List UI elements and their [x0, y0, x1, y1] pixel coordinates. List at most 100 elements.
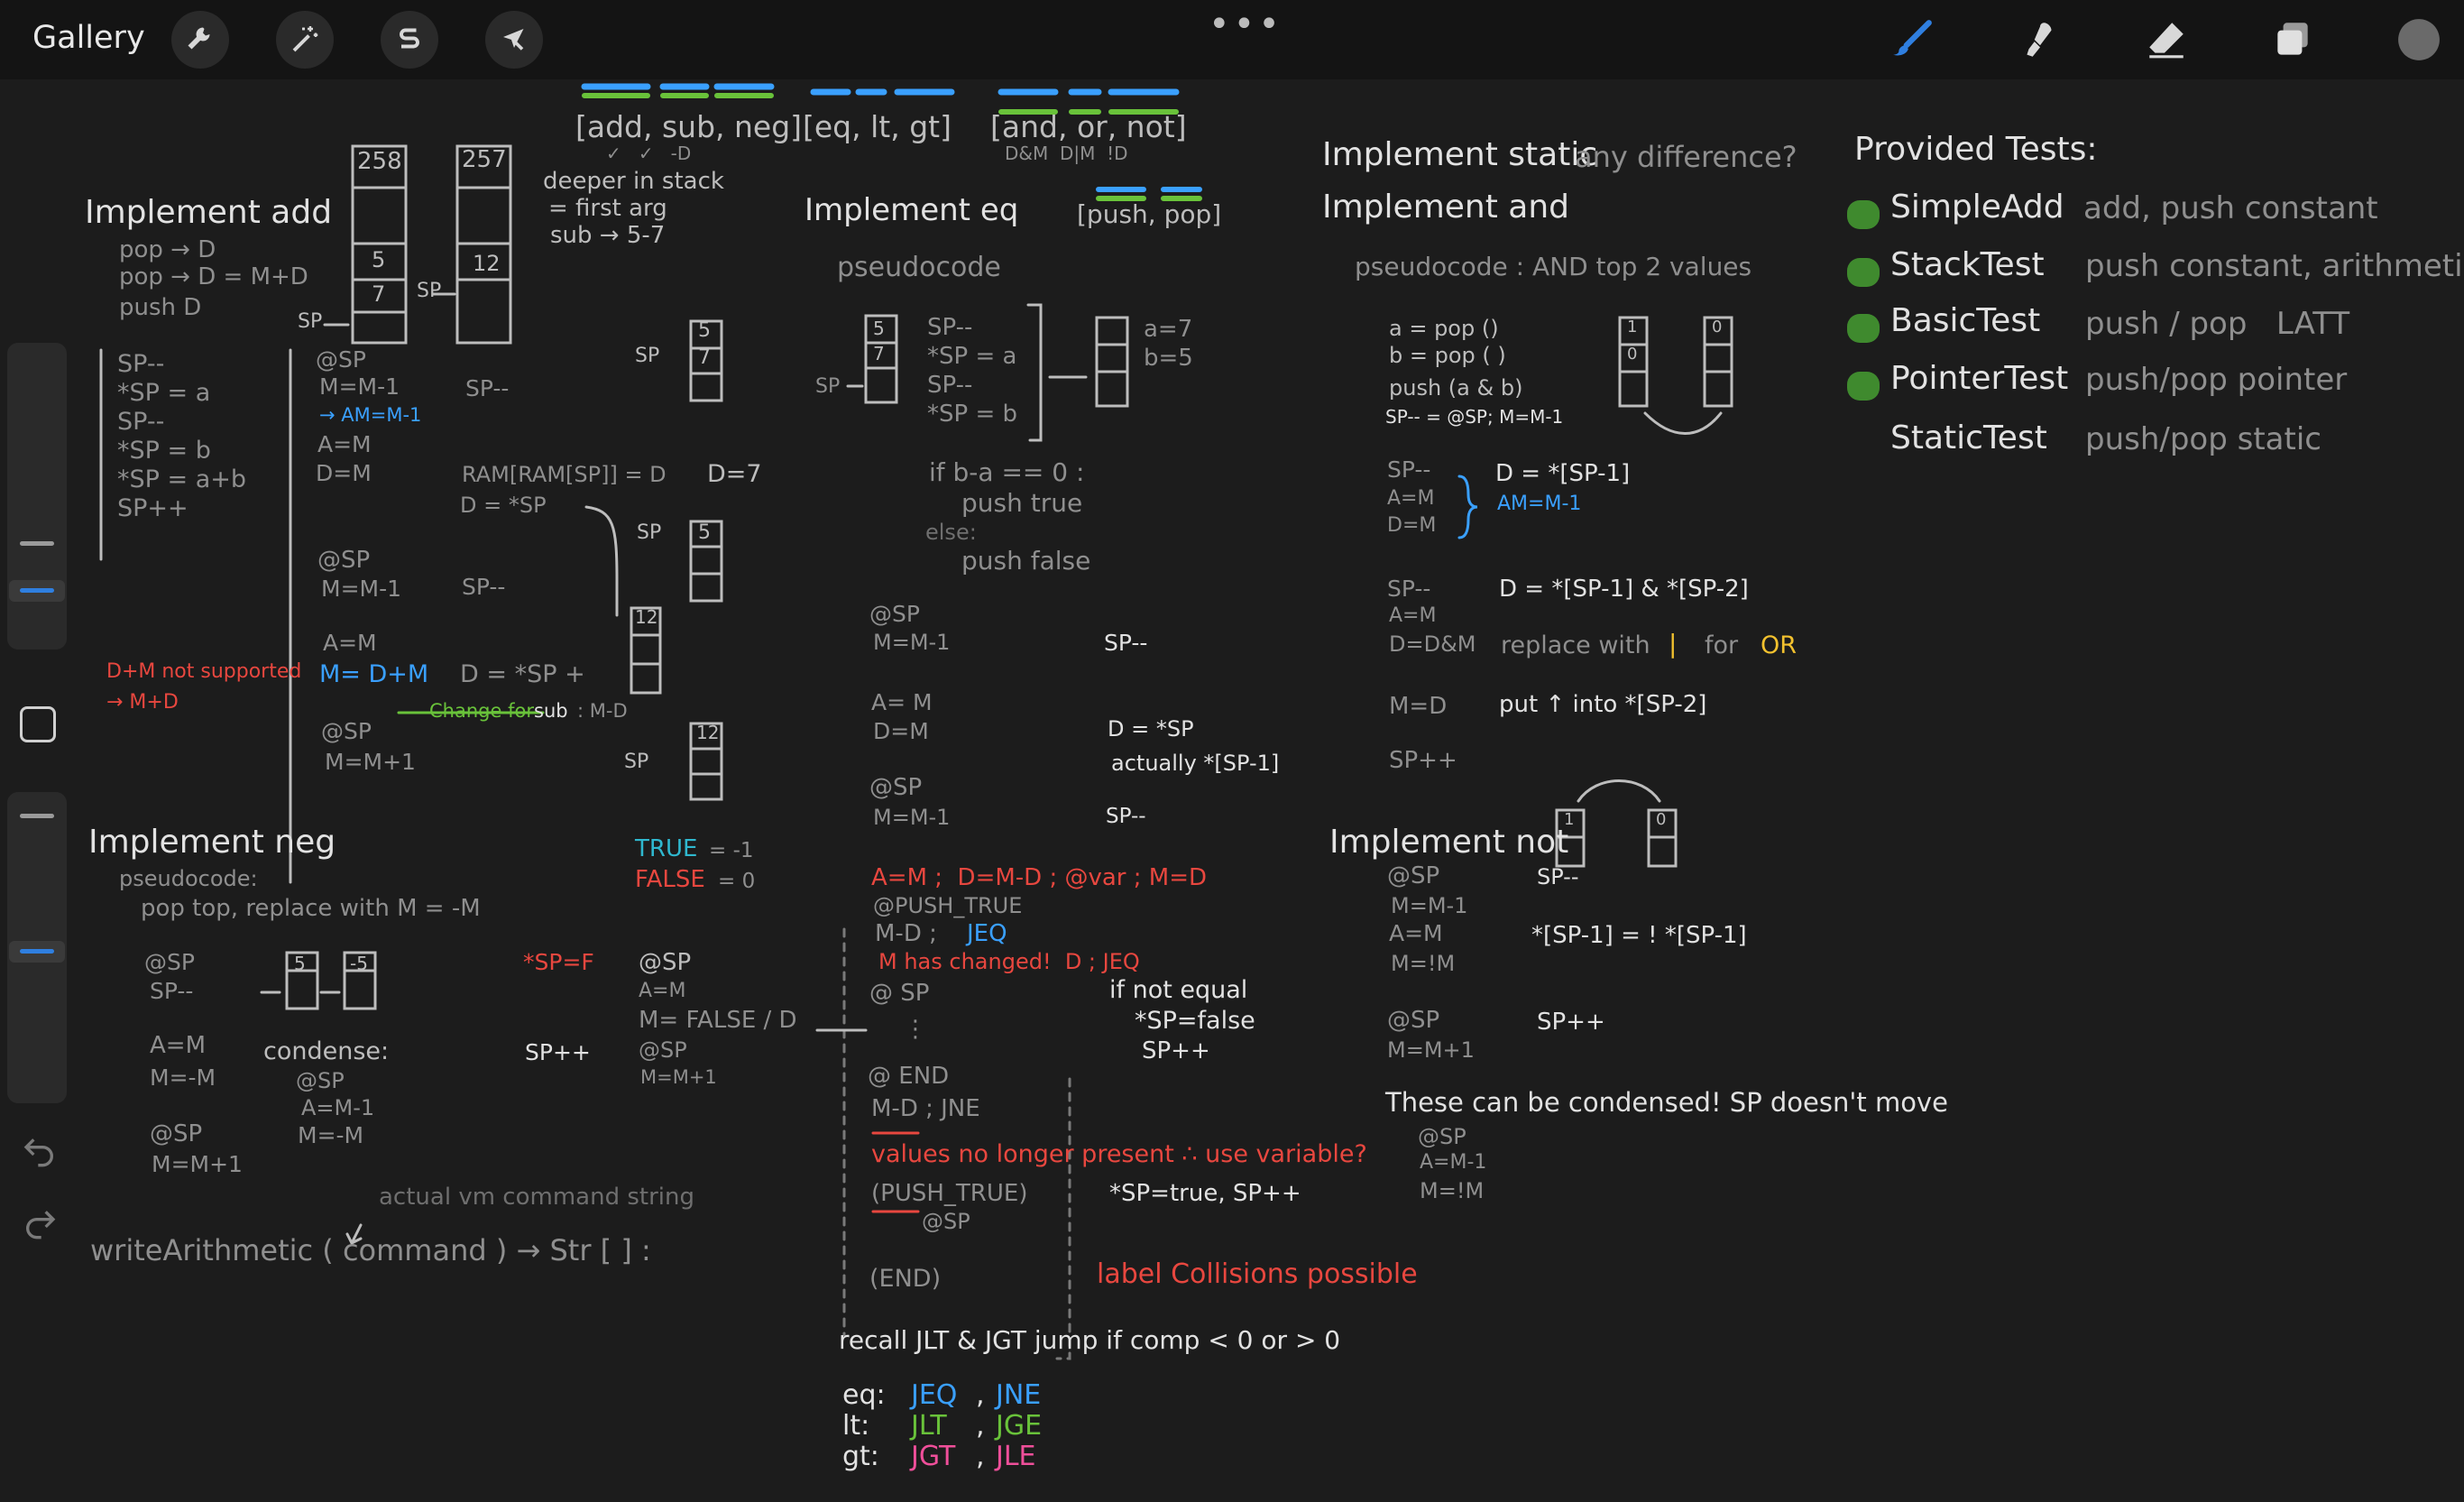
test-desc: push / pop LATT	[2085, 306, 2350, 342]
selection-s-icon[interactable]	[381, 11, 438, 69]
gallery-button[interactable]: Gallery	[32, 20, 145, 56]
test-desc: push/pop static	[2085, 421, 2321, 457]
layers-icon[interactable]	[2266, 13, 2320, 67]
and-asm1-2: A=M	[1387, 487, 1435, 510]
test-done-marker	[1847, 258, 1880, 287]
jump-gt-op: gt:	[842, 1441, 879, 1472]
eq-asm-1: @SP	[869, 601, 920, 627]
stack-top-2: 257	[462, 146, 507, 173]
eq-title: Implement eq	[804, 192, 1019, 228]
neg-condense: condense:	[263, 1037, 390, 1065]
eq-dsp: D = *SP	[1108, 716, 1194, 742]
wrench-icon[interactable]	[171, 11, 229, 69]
test-done-marker	[1847, 200, 1880, 229]
color-swatch-icon[interactable]	[2392, 13, 2446, 67]
eq-atsp2: @SP	[922, 1209, 970, 1234]
brush-icon[interactable]	[1885, 13, 1939, 67]
arrow-cursor-icon[interactable]	[485, 11, 543, 69]
eq-true-line: *SP=true, SP++	[1109, 1180, 1301, 1207]
add-asm4-3: D = *SP +	[460, 660, 585, 688]
static-any-diff: any difference?	[1575, 140, 1797, 174]
eraser-icon[interactable]	[2139, 13, 2193, 67]
neg-spf: *SP=F	[523, 949, 594, 975]
and-md: M=D	[1389, 693, 1448, 720]
not-condensed-1: @SP	[1418, 1124, 1466, 1149]
and-title: Implement and	[1322, 189, 1570, 226]
add-line-1: pop → D	[119, 236, 216, 263]
more-options-button[interactable]: •••	[1209, 4, 1283, 45]
jump-lt-a: JLT	[911, 1410, 947, 1442]
neg-pseudo-label: pseudocode:	[119, 866, 258, 891]
neg-asm-5: @SP	[150, 1120, 203, 1147]
eq-collision: label Collisions possible	[1097, 1258, 1418, 1290]
eq-sp2: SP--	[1106, 805, 1146, 828]
false-label: FALSE	[635, 866, 705, 893]
add-asm1-note: → AM=M-1	[319, 404, 422, 426]
neg-right-5: M=M+1	[640, 1066, 717, 1088]
neg-asm-2: SP--	[150, 978, 194, 1004]
and-asm1-1: SP--	[1387, 456, 1431, 483]
stack-top-1: 258	[357, 148, 402, 175]
add-change-md: : M-D	[577, 700, 628, 722]
neg-condensed-3: M=-M	[298, 1122, 364, 1148]
neg-box-b: -5	[350, 953, 368, 974]
test-done-marker	[1847, 314, 1880, 343]
test-done-marker	[1847, 372, 1880, 401]
test-name: BasicTest	[1890, 302, 2041, 339]
static-title: Implement static	[1322, 136, 1598, 173]
ops-group-arith-marks: ✓ ✓ -D	[606, 143, 692, 164]
neg-condensed-2: A=M-1	[301, 1095, 375, 1120]
brush-size-indicator	[20, 588, 54, 593]
ops-group-logic-marks: D&M D|M !D	[1005, 143, 1128, 164]
and-put: put ↑ into *[SP-2]	[1499, 691, 1707, 718]
not-sppp: SP++	[1537, 1009, 1605, 1036]
eq-asm-4: D=M	[873, 718, 929, 744]
drawing-canvas[interactable]: [add, sub, neg] ✓ ✓ -D [eq, lt, gt] [and…	[0, 79, 2464, 1502]
eq-ab-2: b=5	[1144, 345, 1193, 372]
eq-atsp: @ SP	[869, 980, 930, 1007]
true-label: TRUE	[635, 835, 698, 862]
add-asm3-sp: SP--	[462, 574, 506, 600]
neg-condensed-1: @SP	[296, 1068, 345, 1093]
stack-mid-1: 5	[372, 247, 386, 272]
neg-right-1: @SP	[639, 949, 692, 976]
ops-group-logic: [and, or, not]	[990, 109, 1187, 144]
add-sp-box4: SP	[624, 751, 649, 773]
add-dsp: D = *SP	[460, 493, 547, 518]
deeper-note-2: = first arg	[548, 195, 667, 222]
ops-group-arith: [add, sub, neg]	[575, 109, 803, 144]
and-sppp: SP++	[1389, 747, 1457, 774]
neg-asm-1: @SP	[144, 949, 195, 975]
add-change-sub: sub	[534, 700, 568, 722]
eq-push-true-def: (PUSH_TRUE)	[871, 1180, 1028, 1207]
and-asm2-2: A=M	[1389, 604, 1437, 627]
opacity-tick	[20, 814, 54, 818]
test-desc: push/pop pointer	[2085, 362, 2348, 398]
jump-lt-sep: ,	[976, 1410, 985, 1442]
eq-values-note: values no longer present ∴ use variable?	[871, 1140, 1367, 1168]
eq-sp-false: *SP=false	[1135, 1007, 1255, 1035]
add-asm3-2: M=M-1	[321, 576, 402, 602]
eq-box1-b: 7	[873, 343, 885, 364]
add-pseudo-5: *SP = a+b	[117, 465, 247, 493]
neg-right-3: M= FALSE / D	[639, 1007, 797, 1034]
test-name: StackTest	[1890, 246, 2045, 283]
add-change-for: Change for	[429, 700, 534, 722]
and-replace: replace with	[1501, 631, 1650, 659]
deeper-note-1: deeper in stack	[543, 168, 724, 195]
undo-icon[interactable]	[22, 1132, 58, 1168]
ops-group-mem: [push, pop]	[1077, 199, 1222, 229]
and-line-1: a = pop ()	[1389, 316, 1499, 341]
add-asm5-1: @SP	[321, 718, 372, 744]
neg-asm-3: A=M	[150, 1032, 207, 1059]
add-asm1-1: @SP	[316, 346, 366, 373]
eq-sp: SP	[815, 375, 841, 398]
and-d1: D = *[SP-1]	[1495, 460, 1631, 487]
eq-side-3: SP--	[927, 372, 973, 399]
redo-icon[interactable]	[22, 1204, 58, 1240]
modify-button[interactable]	[20, 706, 56, 742]
sp-label-1: SP	[298, 310, 323, 333]
not-asm-3: A=M	[1389, 920, 1443, 946]
smudge-icon[interactable]	[2013, 13, 2067, 67]
magic-wand-icon[interactable]	[276, 11, 334, 69]
